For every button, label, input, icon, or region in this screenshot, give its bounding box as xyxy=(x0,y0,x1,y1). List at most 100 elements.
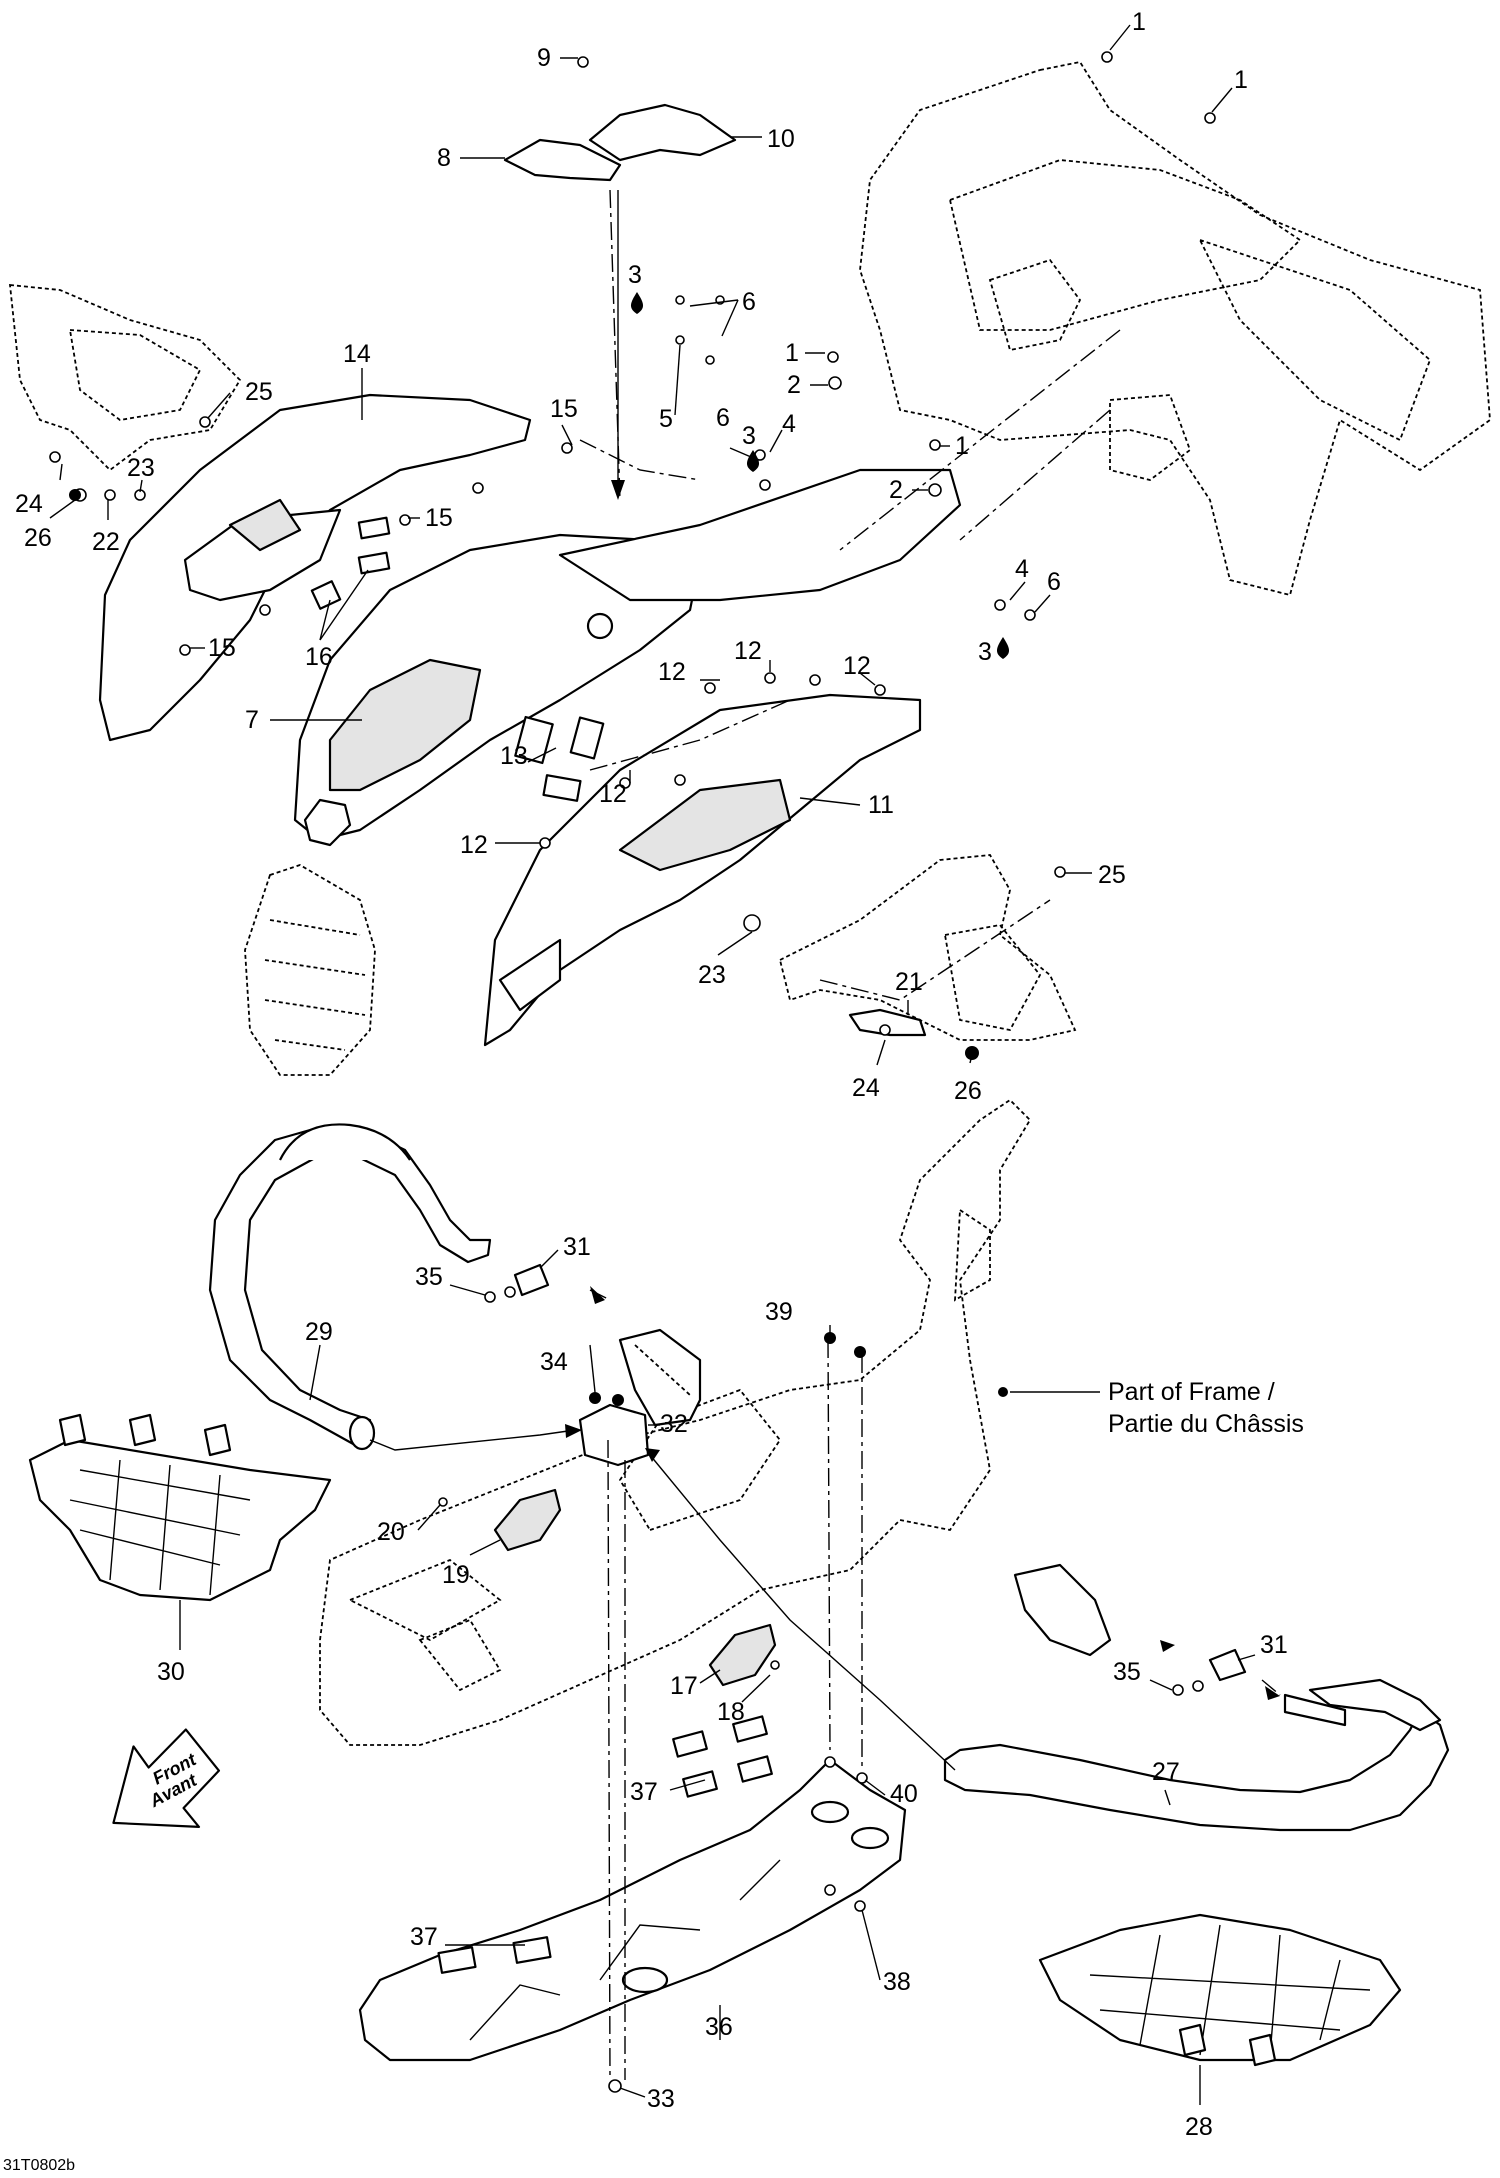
callout-24: 24 xyxy=(15,490,43,518)
callout-30: 30 xyxy=(157,1658,185,1686)
callout-26: 26 xyxy=(24,524,52,552)
callout-9: 9 xyxy=(537,44,551,72)
part-14-left-side-panel[interactable] xyxy=(98,393,532,742)
callout-12: 12 xyxy=(599,780,627,808)
callout-23: 23 xyxy=(127,454,155,482)
part-32-bumper-mount[interactable] xyxy=(578,1403,650,1467)
lower-guide-arrows xyxy=(369,1286,1280,1771)
callout-22: 22 xyxy=(92,528,120,556)
sealant-drop-icon xyxy=(630,292,644,314)
callout-12: 12 xyxy=(658,658,686,686)
rear-fender-phantom xyxy=(859,60,1491,597)
callout-25: 25 xyxy=(245,378,273,406)
callout-3: 3 xyxy=(742,422,756,450)
callout-26: 26 xyxy=(954,1077,982,1105)
callout-6: 6 xyxy=(1047,568,1061,596)
callout-15: 15 xyxy=(208,634,236,662)
callout-18: 18 xyxy=(717,1698,745,1726)
part-8-center-bracket[interactable] xyxy=(503,138,622,182)
callout-2: 2 xyxy=(889,476,903,504)
callout-35: 35 xyxy=(1113,1658,1141,1686)
callout-40: 40 xyxy=(890,1780,918,1808)
callout-36: 36 xyxy=(705,2013,733,2041)
callout-8: 8 xyxy=(437,144,451,172)
callout-23: 23 xyxy=(698,961,726,989)
callout-3: 3 xyxy=(628,261,642,289)
callout-3: 3 xyxy=(978,638,992,666)
part-10-center-cover[interactable] xyxy=(588,103,737,162)
sealant-drop-icon xyxy=(746,450,760,472)
callout-5: 5 xyxy=(659,405,673,433)
callout-20: 20 xyxy=(377,1518,405,1546)
callout-1: 1 xyxy=(1234,66,1248,94)
part-17-guard[interactable] xyxy=(708,1623,777,1687)
part-31-bracket-front[interactable] xyxy=(513,1263,550,1297)
callout-11: 11 xyxy=(868,791,894,819)
callout-12: 12 xyxy=(460,831,488,859)
part-7-front-fascia[interactable] xyxy=(293,533,702,847)
lower-callouts: 31 31 35 35 29 34 32 39 Part of Frame / … xyxy=(157,1233,1304,2141)
upper-hardware xyxy=(49,51,1216,1060)
callout-19: 19 xyxy=(442,1561,470,1589)
callout-12: 12 xyxy=(734,637,762,665)
lower-hardware xyxy=(438,1286,1204,2093)
callout-12: 12 xyxy=(843,652,871,680)
callout-17: 17 xyxy=(670,1672,698,1700)
rear-footrest xyxy=(1013,1563,1112,1657)
callout-1: 1 xyxy=(955,432,969,460)
part-29-front-bumper[interactable] xyxy=(208,1123,492,1451)
part-21-bracket[interactable] xyxy=(848,1008,927,1037)
frame-phantom xyxy=(319,1098,1032,1746)
callout-15: 15 xyxy=(550,395,578,423)
callout-34: 34 xyxy=(540,1348,568,1376)
callout-6: 6 xyxy=(742,288,756,316)
callout-13: 13 xyxy=(500,742,528,770)
front-fender-phantom xyxy=(8,283,242,472)
part-30-net[interactable] xyxy=(28,1413,332,1602)
callout-21: 21 xyxy=(895,968,923,996)
right-fender-phantom xyxy=(778,854,1077,1041)
sealant-drop-icon xyxy=(996,637,1010,659)
callout-25: 25 xyxy=(1098,861,1126,889)
part-27-rear-bumper[interactable] xyxy=(943,1678,1450,1832)
front-direction-arrow: Front Avant xyxy=(112,1728,221,1828)
callout-1: 1 xyxy=(785,339,799,367)
part-37-pads[interactable] xyxy=(437,1715,773,1974)
callout-7: 7 xyxy=(245,706,259,734)
callout-24: 24 xyxy=(852,1074,880,1102)
rear-rack-strip xyxy=(558,468,962,602)
upper-callouts: 1 1 1 1 2 2 3 3 3 4 4 5 6 6 6 7 8 xyxy=(15,8,1248,1105)
callout-2: 2 xyxy=(787,371,801,399)
callout-28: 28 xyxy=(1185,2113,1213,2141)
callout-37: 37 xyxy=(410,1923,438,1951)
part-11-right-side-panel[interactable] xyxy=(483,693,922,1047)
callout-16: 16 xyxy=(305,643,333,671)
callout-38: 38 xyxy=(883,1968,911,1996)
part-36-skid-plate[interactable] xyxy=(358,1758,907,2062)
callout-1: 1 xyxy=(1132,8,1146,36)
callout-31: 31 xyxy=(563,1233,591,1261)
lower-assembly-phantom-lines xyxy=(589,1289,1281,2081)
drawing-code: 31T0802b xyxy=(3,2157,75,2174)
callout-15: 15 xyxy=(425,504,453,532)
part-19-guard[interactable] xyxy=(493,1488,562,1552)
part-31-bracket-rear[interactable] xyxy=(1208,1648,1347,1727)
callout-29: 29 xyxy=(305,1318,333,1346)
vertical-guide-arrow xyxy=(611,190,625,500)
callout-39: 39 xyxy=(765,1298,793,1326)
part-16-reflectors[interactable] xyxy=(310,516,391,610)
part-28-net[interactable] xyxy=(1038,1913,1402,2067)
part-13-pads[interactable] xyxy=(514,715,605,802)
callout-4: 4 xyxy=(1015,555,1029,583)
front-grille-phantom xyxy=(244,864,376,1076)
callout-4: 4 xyxy=(782,410,796,438)
frame-note-line1: Part of Frame / xyxy=(1108,1378,1275,1406)
callout-31: 31 xyxy=(1260,1631,1288,1659)
callout-32: 32 xyxy=(660,1410,688,1438)
callout-37: 37 xyxy=(630,1778,658,1806)
callout-33: 33 xyxy=(647,2085,675,2113)
callout-27: 27 xyxy=(1152,1758,1180,1786)
callout-35: 35 xyxy=(415,1263,443,1291)
callout-6: 6 xyxy=(716,404,730,432)
